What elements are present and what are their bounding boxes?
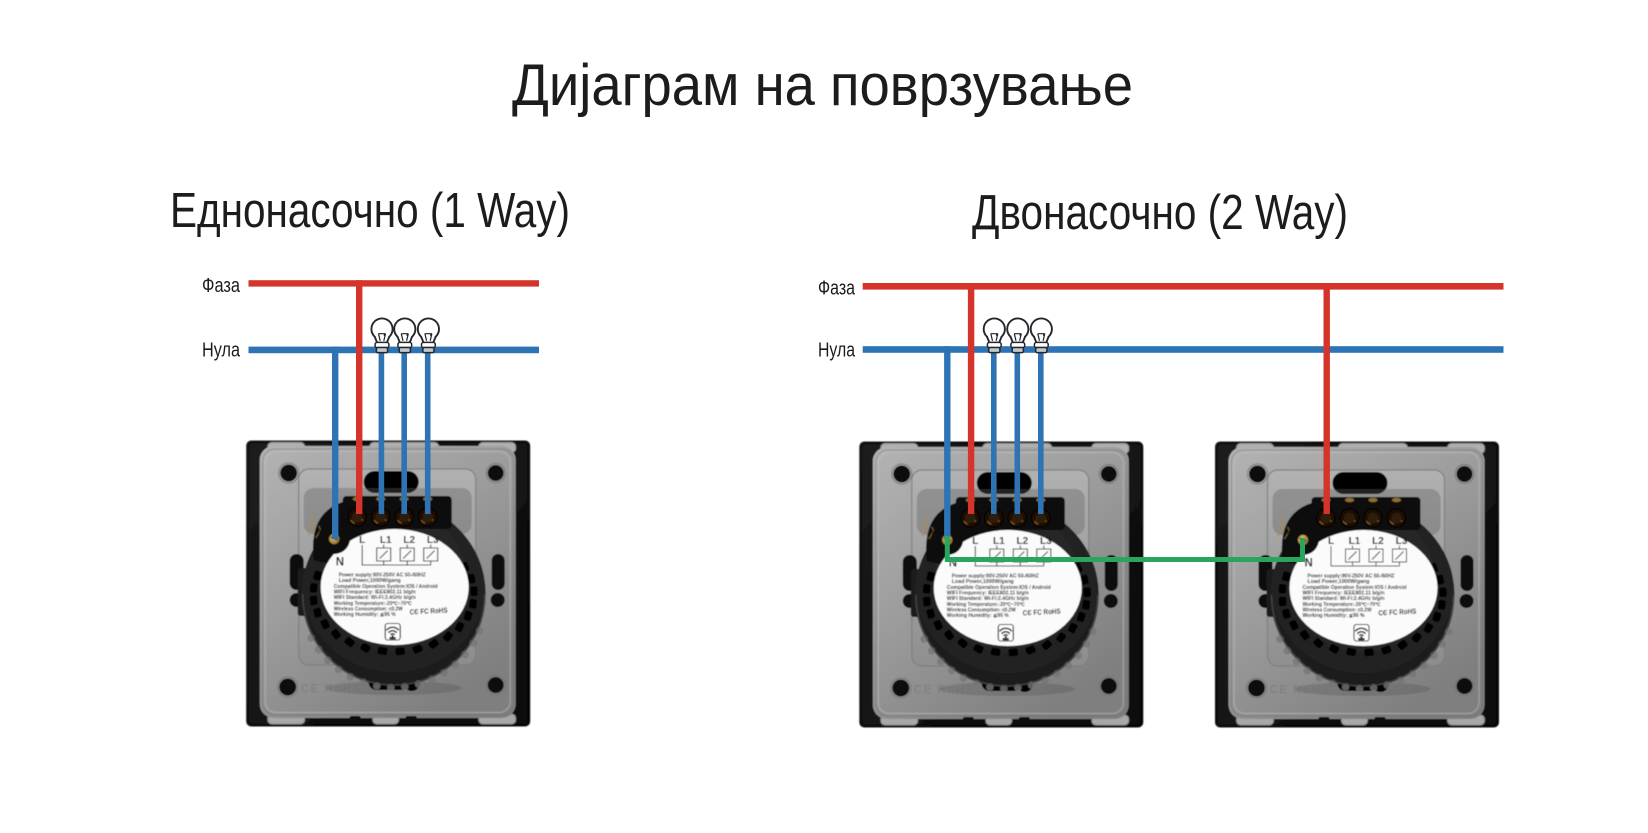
svg-text:Нула: Нула bbox=[818, 339, 855, 362]
svg-text:Фаза: Фаза bbox=[202, 274, 240, 297]
svg-text:Двонасочно (2 Way): Двонасочно (2 Way) bbox=[972, 186, 1348, 240]
svg-text:Фаза: Фаза bbox=[818, 277, 855, 300]
svg-text:Дијаграм на поврзување: Дијаграм на поврзување bbox=[512, 53, 1133, 118]
svg-text:Нула: Нула bbox=[202, 339, 240, 362]
svg-text:Еднонасочно (1 Way): Еднонасочно (1 Way) bbox=[170, 184, 570, 238]
